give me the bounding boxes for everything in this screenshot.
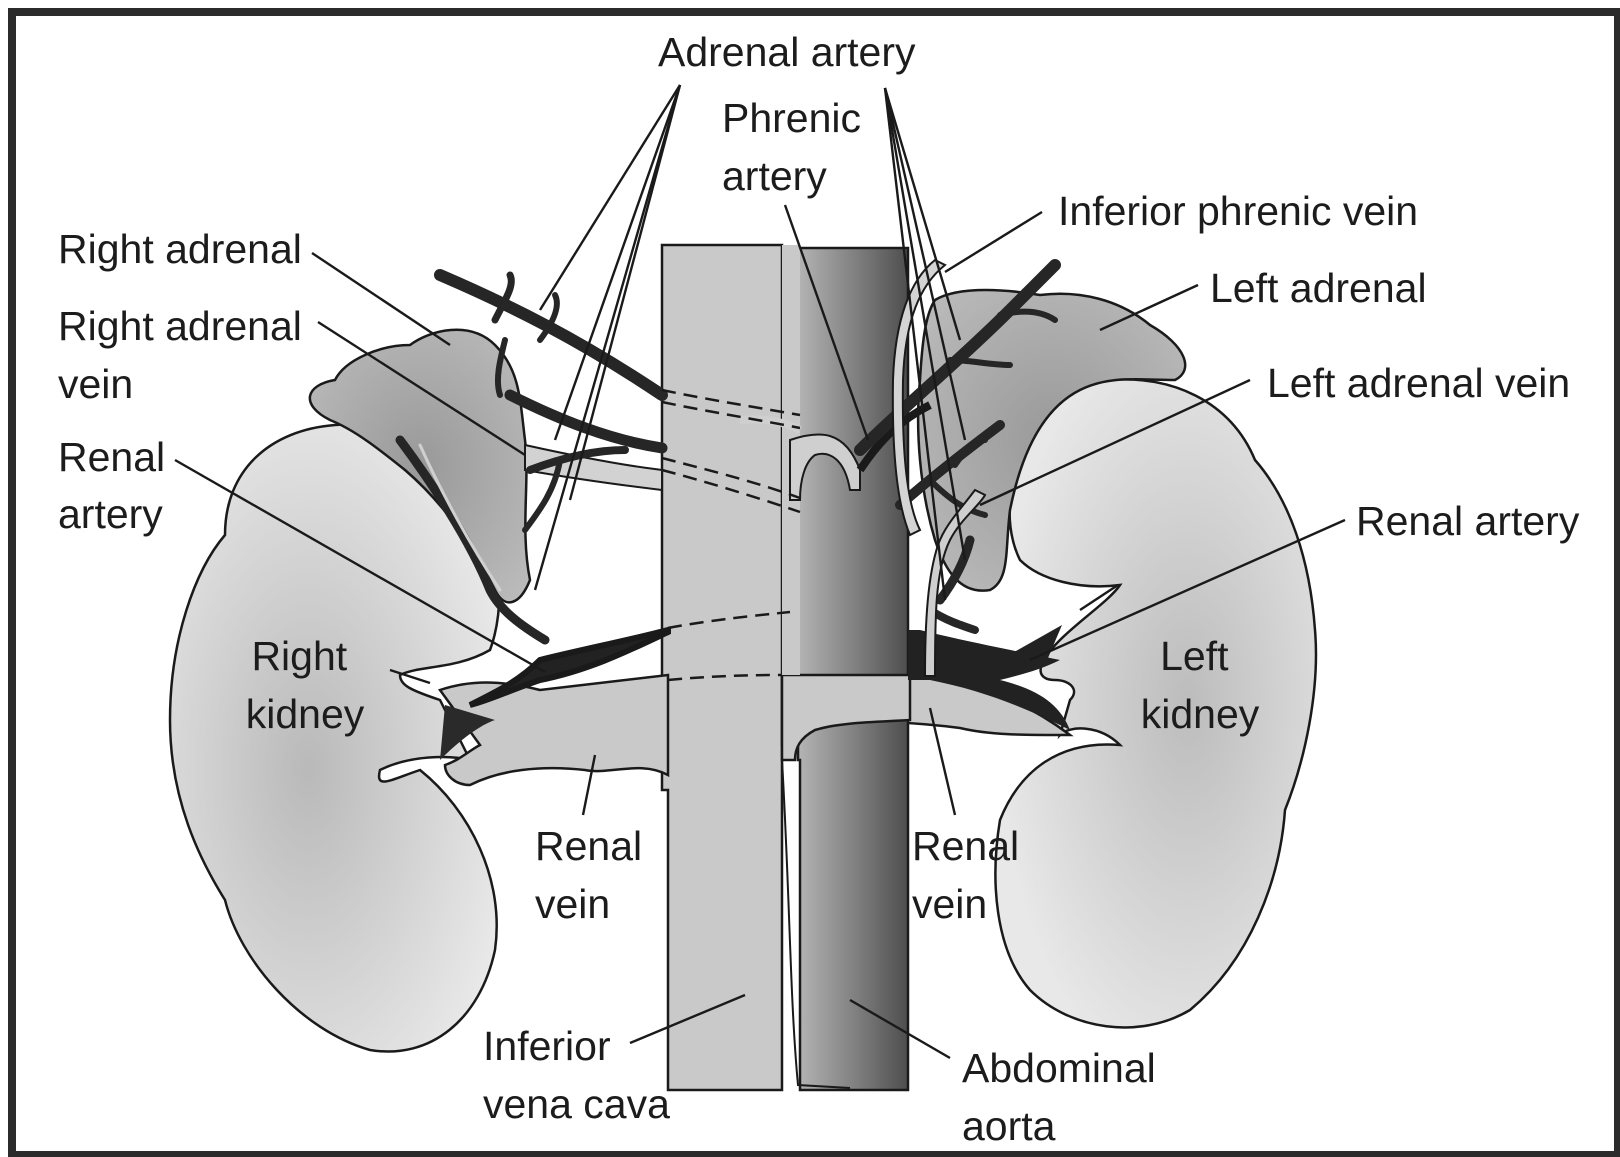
- label-left-adrenal-vein: Left adrenal vein: [1267, 360, 1570, 406]
- label-inferior-phrenic-vein: Inferior phrenic vein: [1058, 188, 1418, 234]
- label-left-adrenal: Left adrenal: [1210, 265, 1427, 311]
- label-left-renal-artery: Renal artery: [1356, 498, 1580, 544]
- abdominal-aorta-shape: [798, 248, 908, 1090]
- label-right-adrenal: Right adrenal: [58, 226, 302, 272]
- inferior-vena-cava-shape: [662, 245, 782, 1090]
- label-adrenal-artery: Adrenal artery: [658, 29, 916, 75]
